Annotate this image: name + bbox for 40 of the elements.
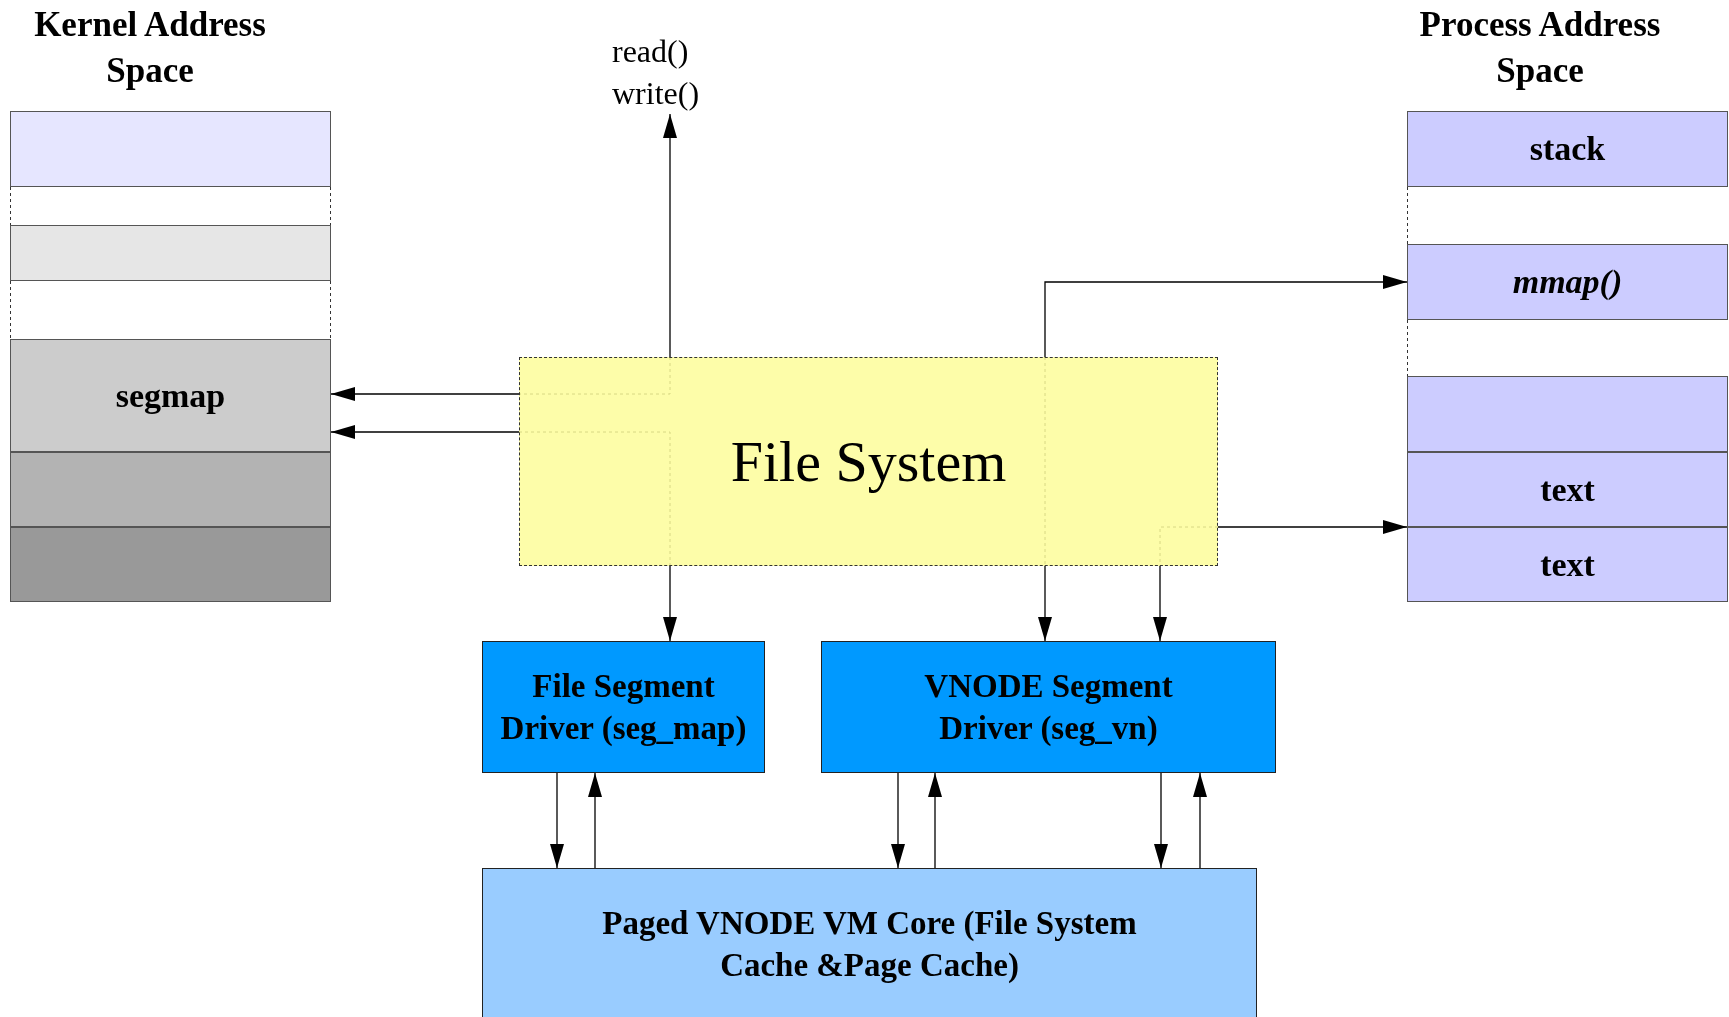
box-label: File Segment Driver (seg_map) <box>499 667 748 748</box>
segment-label: text <box>1540 545 1595 584</box>
memory-segment <box>1407 527 1728 602</box>
segment-label: stack <box>1529 130 1606 168</box>
memory-segment <box>10 339 331 452</box>
segment-label: mmap() <box>1512 263 1623 301</box>
segment-label: text <box>1540 470 1595 509</box>
box-title: File System <box>730 428 1007 495</box>
box-label: Paged VNODE VM Core (File System Cache &Page Cache) <box>601 904 1138 985</box>
column-heading: Process Address Space <box>1418 4 1662 92</box>
process-box <box>482 641 765 773</box>
memory-segment <box>1407 244 1728 320</box>
empty-segment <box>10 225 331 281</box>
arrow <box>330 387 520 401</box>
empty-segment <box>10 452 331 527</box>
segment-label: segmap <box>115 376 226 415</box>
empty-segment <box>10 527 331 602</box>
arrow <box>1217 520 1408 534</box>
file-system-box <box>519 357 1218 566</box>
arrow <box>1154 772 1168 869</box>
empty-segment <box>10 111 331 187</box>
box-label: VNODE Segment Driver (seg_vn) <box>923 667 1174 748</box>
arrow <box>1193 772 1207 869</box>
syscall-label: read() write() <box>612 30 724 114</box>
column-heading: Kernel Address Space <box>33 4 267 92</box>
process-box <box>482 868 1257 1017</box>
arrow <box>928 772 942 869</box>
arrow <box>1038 565 1052 642</box>
arrow <box>663 565 677 642</box>
empty-segment <box>1407 376 1728 452</box>
memory-segment <box>1407 452 1728 527</box>
arrow <box>1044 275 1408 358</box>
arrow <box>663 113 677 358</box>
arrow <box>330 425 520 439</box>
process-box <box>821 641 1276 773</box>
arrow <box>1153 565 1167 642</box>
memory-segment <box>1407 111 1728 187</box>
arrow <box>891 772 905 869</box>
arrow <box>588 772 602 869</box>
arrow <box>550 772 564 869</box>
